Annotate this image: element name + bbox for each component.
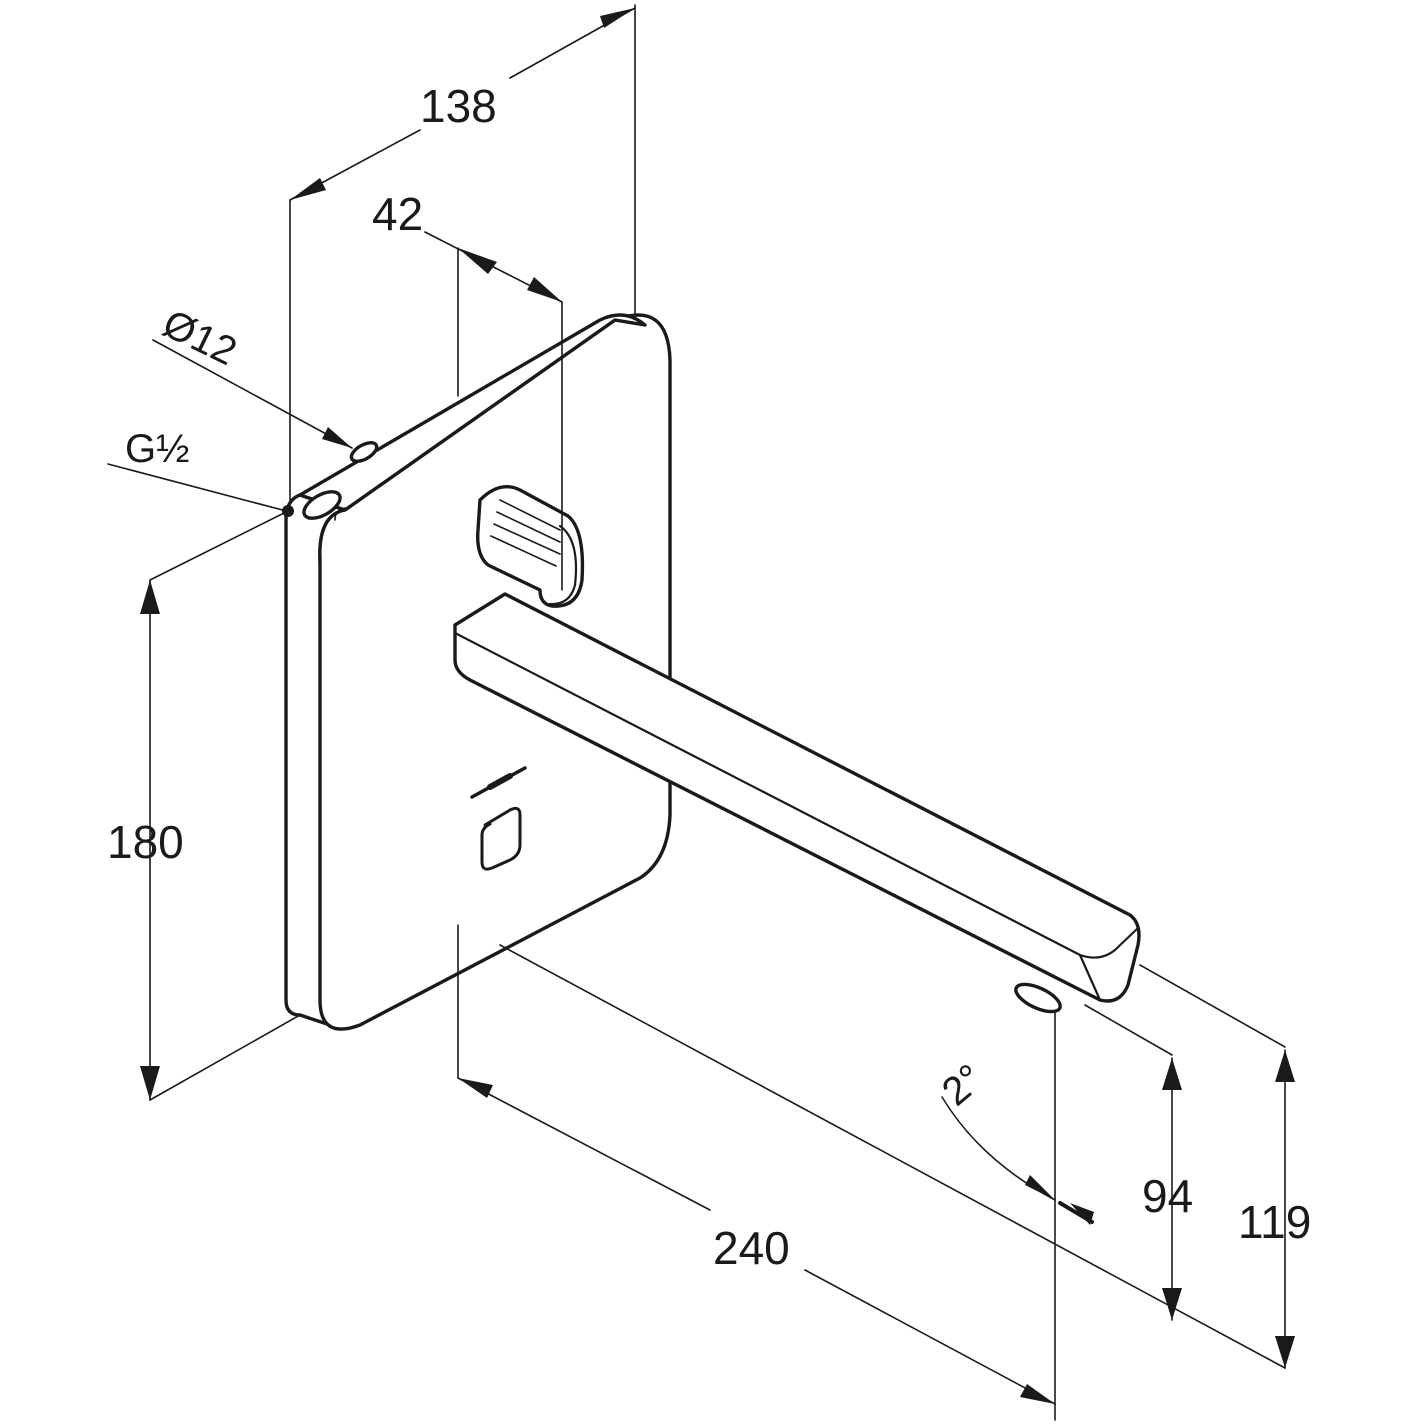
dimension-lines: [107, 4, 1295, 1421]
label-240: 240: [713, 1222, 790, 1274]
label-119: 119: [1238, 1196, 1311, 1248]
inlet-pipe: [302, 490, 342, 520]
wall-plate-top: [298, 313, 647, 512]
inlet-thread: [349, 441, 379, 463]
sensor-icon: [470, 766, 527, 871]
label-thread-g-half: G½: [125, 427, 189, 471]
label-94: 94: [1142, 1170, 1193, 1222]
faucet-body: [284, 313, 1141, 1031]
aerator: [1014, 982, 1062, 1014]
label-42: 42: [372, 188, 423, 240]
label-diameter-12: Ø12: [156, 302, 243, 375]
spout: [453, 592, 1141, 1014]
temperature-knob: [476, 485, 585, 608]
label-180: 180: [107, 816, 184, 868]
label-138: 138: [420, 80, 497, 132]
label-angle-2deg: 2°: [934, 1056, 992, 1114]
